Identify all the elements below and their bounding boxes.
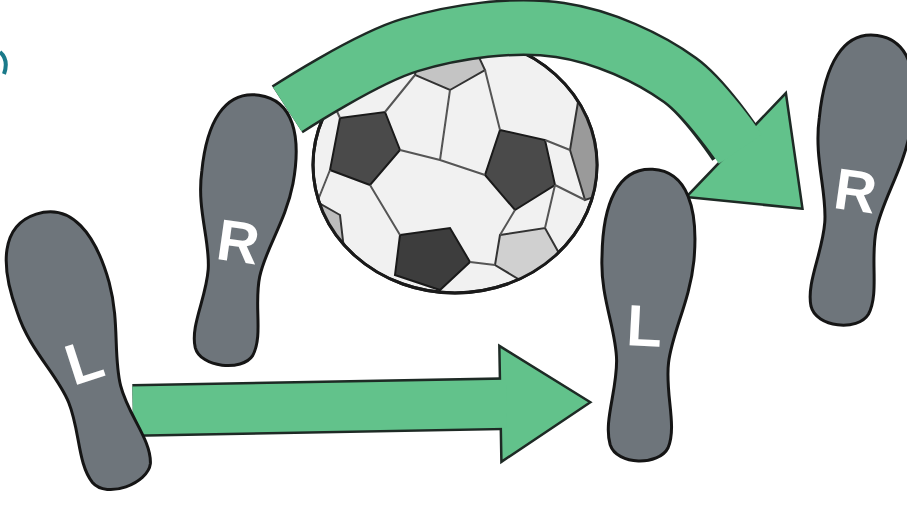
- move-arrow: [287, 27, 802, 208]
- footprint-outline: [791, 29, 907, 331]
- footprint-outline: [0, 199, 171, 502]
- arrow-shaft: [287, 27, 740, 149]
- foot-label: R: [185, 206, 292, 277]
- footprint: R: [787, 25, 907, 336]
- footprint: L: [0, 193, 176, 505]
- ball-patch: [305, 195, 345, 262]
- footprint-outline: [175, 89, 304, 372]
- footprint: L: [587, 163, 703, 468]
- arrow-head: [499, 346, 590, 462]
- ball-patch: [330, 112, 400, 185]
- ball-patch: [495, 228, 560, 280]
- arrow-shaft: [133, 404, 507, 411]
- foot-label: R: [802, 155, 907, 226]
- footprint: R: [171, 84, 309, 375]
- move-arrow: [133, 346, 591, 462]
- ball-patch: [395, 228, 470, 290]
- foot-label: L: [593, 294, 696, 357]
- ball-patch: [485, 130, 555, 210]
- edge-mark: [0, 52, 6, 74]
- footprint-outline: [591, 167, 699, 463]
